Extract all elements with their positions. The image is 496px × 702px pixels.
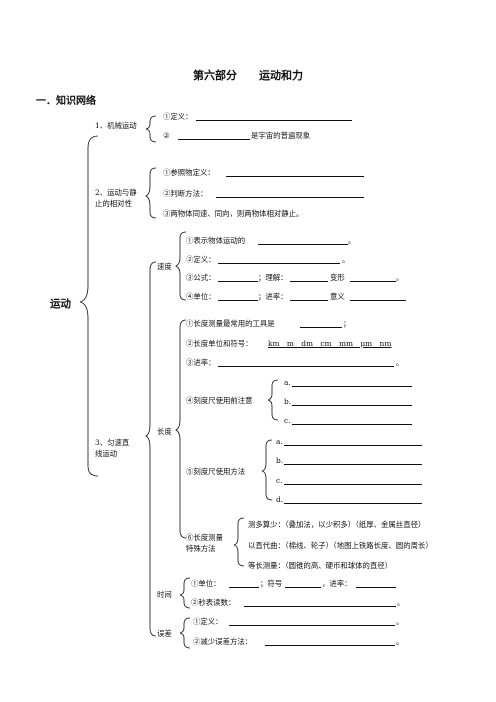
- n2-blank-1[interactable]: [226, 176, 364, 177]
- brace-3: [145, 261, 157, 637]
- length-4-blank-b[interactable]: [292, 405, 412, 406]
- n1-item-1: ①定义：: [163, 112, 193, 121]
- time-item-2-end: 。: [397, 598, 405, 607]
- speed-blank-1[interactable]: [258, 244, 348, 245]
- time-blank-1a[interactable]: [229, 587, 259, 588]
- speed-label: 速度: [157, 262, 172, 271]
- length-4-blank-a[interactable]: [292, 386, 412, 387]
- length-item-1-end: ；: [343, 319, 351, 328]
- length-item-1: ①长度测量最常用的工具是: [186, 319, 275, 328]
- length-4-opt-c: c.: [284, 416, 291, 425]
- speed-item-1: ①表示物体运动的: [186, 236, 246, 245]
- speed-blank-4c[interactable]: [350, 300, 406, 301]
- speed-item-4-meaning: 意义: [330, 292, 345, 301]
- n1-blank-2[interactable]: [178, 139, 250, 140]
- time-item-2: ②秒表读数：: [191, 598, 236, 607]
- speed-item-3-end: 。: [396, 273, 404, 282]
- length-item-3: ③进率：: [186, 358, 216, 367]
- length-6-method-2: 以直代曲：（棉线、轮子）（地图上铁路长度、圆的周长）: [248, 541, 433, 550]
- length-item-5: ⑤刻度尺使用方法: [186, 467, 246, 476]
- length-item-6-line2: 特殊方法: [186, 544, 216, 553]
- length-5-blank-c[interactable]: [284, 484, 422, 485]
- error-label: 误差: [157, 629, 172, 638]
- speed-item-4-rate: ；进率：: [258, 292, 288, 301]
- n2-blank-2[interactable]: [216, 197, 364, 198]
- length-label: 长度: [157, 427, 172, 436]
- length-item-2: ②长度单位和符号：: [186, 339, 253, 348]
- time-blank-2[interactable]: [244, 606, 396, 607]
- n1-item-2: ②: [163, 131, 170, 140]
- node-1-label: 1、机械运动: [95, 121, 137, 130]
- brace-length-6: [233, 517, 245, 567]
- speed-blank-3b[interactable]: [290, 281, 328, 282]
- time-item-1-symbol: ；符号: [260, 579, 283, 588]
- root-brace: [79, 135, 99, 477]
- error-item-1: ①定义：: [193, 617, 223, 626]
- length-5-opt-b: b.: [276, 456, 284, 465]
- time-item-1: ①单位：: [191, 579, 221, 588]
- length-item-4: ④刻度尺使用前注意: [186, 396, 253, 405]
- brace-speed: [175, 231, 187, 301]
- brace-2: [145, 167, 157, 219]
- length-5-opt-a: a.: [276, 437, 283, 446]
- time-blank-1c[interactable]: [356, 587, 396, 588]
- error-item-2: ②减少误差方法：: [193, 637, 253, 646]
- speed-item-4: ④单位：: [186, 292, 216, 301]
- brace-error: [179, 617, 191, 649]
- length-item-6-line1: ⑥长度测量: [186, 533, 223, 542]
- speed-item-3-understand: ；理解：: [258, 273, 288, 282]
- speed-item-1-end: 。: [348, 236, 356, 245]
- time-blank-1b[interactable]: [285, 587, 321, 588]
- section-heading: 一．知识网络: [36, 96, 96, 107]
- speed-item-3: ③公式：: [186, 273, 216, 282]
- page-title: 第六部分 运动和力: [193, 69, 303, 82]
- speed-blank-4a[interactable]: [218, 300, 258, 301]
- speed-item-2: ②定义：: [186, 255, 216, 264]
- length-6-method-1: 测多算少：（叠加法，以少积多）（纸厚、金属丝直径）: [248, 520, 426, 529]
- node-3-label-line2: 线运动: [95, 449, 118, 458]
- length-5-opt-c: c.: [276, 476, 283, 485]
- n2-item-3: ③两物体同速、同向，则两物体相对静止。: [163, 209, 304, 218]
- n1-item-2-text: 是宇宙的普遍现象: [251, 131, 311, 140]
- length-blank-3[interactable]: [218, 366, 394, 367]
- brace-length-4: [267, 379, 279, 421]
- speed-item-2-end: 。: [342, 255, 350, 264]
- length-blank-1[interactable]: [300, 327, 342, 328]
- length-units: km m dm cm mm μm nm: [268, 339, 392, 348]
- time-item-1-rate: ，进率：: [322, 579, 352, 588]
- error-blank-2[interactable]: [265, 645, 395, 646]
- brace-length: [175, 319, 187, 539]
- node-2-label-line2: 止的相对性: [95, 199, 132, 208]
- root-label: 运动: [50, 298, 71, 310]
- speed-blank-3a[interactable]: [218, 281, 258, 282]
- length-4-opt-b: b.: [284, 397, 292, 406]
- length-4-blank-c[interactable]: [292, 424, 412, 425]
- time-label: 时间: [157, 590, 172, 599]
- brace-1: [145, 115, 157, 143]
- speed-item-3-transform: 变形: [330, 273, 345, 282]
- length-5-blank-d[interactable]: [284, 503, 422, 504]
- speed-blank-4b[interactable]: [290, 300, 328, 301]
- length-4-opt-a: a.: [284, 378, 291, 387]
- n1-blank-1[interactable]: [196, 120, 352, 121]
- error-item-2-end: 。: [396, 637, 404, 646]
- length-item-3-end: 。: [396, 358, 404, 367]
- n2-item-1: ①参照物定义：: [163, 168, 215, 177]
- length-6-method-3: 等长测量：（圆锥的高、硬币和球体的直径）: [248, 561, 393, 570]
- speed-blank-3c[interactable]: [350, 281, 396, 282]
- brace-time: [179, 577, 191, 609]
- length-5-blank-b[interactable]: [284, 464, 422, 465]
- node-3-label-line1: 3、匀速直: [95, 438, 130, 447]
- length-5-blank-a[interactable]: [284, 445, 422, 446]
- n2-item-2: ②判断方法：: [163, 189, 208, 198]
- length-5-opt-d: d.: [276, 495, 284, 504]
- brace-length-5: [261, 439, 273, 501]
- error-item-1-end: 。: [396, 617, 404, 626]
- node-2-label-line1: 2、运动与静: [95, 188, 137, 197]
- speed-blank-2[interactable]: [218, 263, 340, 264]
- error-blank-1[interactable]: [229, 625, 395, 626]
